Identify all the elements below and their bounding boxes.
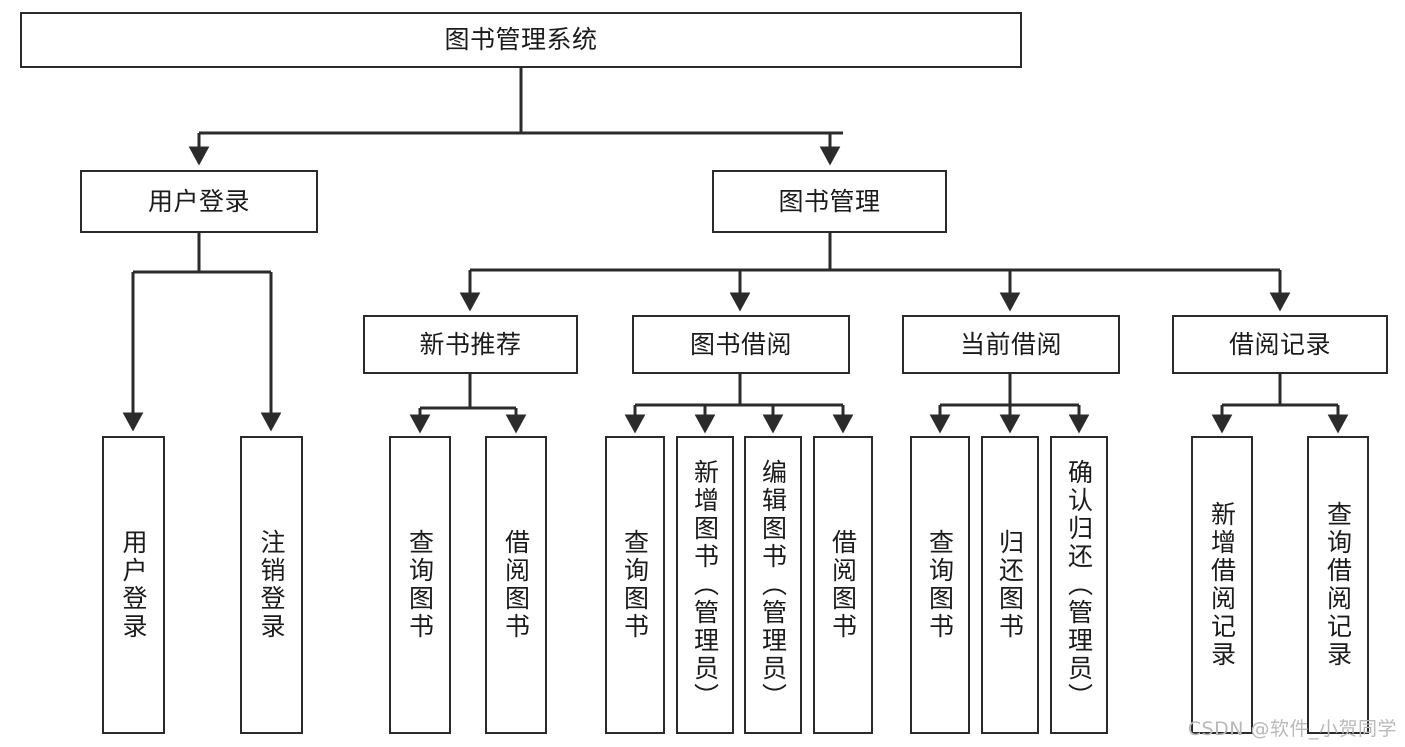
node-book-borrow[interactable]: 图书借阅 — [632, 315, 850, 374]
node-label: 确认归还（管理员） — [1064, 459, 1094, 711]
node-label: 新增图书（管理员） — [690, 459, 720, 711]
node-label: 归还图书 — [995, 529, 1025, 641]
node-label: 当前借阅 — [959, 329, 1062, 359]
leaf-new-book-query[interactable]: 查询图书 — [389, 436, 451, 734]
node-new-book-recommend[interactable]: 新书推荐 — [363, 315, 578, 374]
node-current-borrow[interactable]: 当前借阅 — [902, 315, 1120, 374]
node-borrow-record[interactable]: 借阅记录 — [1172, 315, 1388, 374]
node-label: 查询借阅记录 — [1323, 501, 1353, 669]
node-label: 借阅记录 — [1228, 329, 1331, 359]
node-label: 用户登录 — [119, 529, 148, 641]
node-label: 借阅图书 — [828, 529, 858, 641]
leaf-new-book-borrow[interactable]: 借阅图书 — [485, 436, 547, 734]
node-label: 注销登录 — [257, 529, 286, 641]
node-user-login[interactable]: 用户登录 — [80, 170, 318, 233]
leaf-borrow-record-query[interactable]: 查询借阅记录 — [1307, 436, 1369, 734]
node-label: 查询图书 — [925, 529, 955, 641]
leaf-book-borrow-edit-admin[interactable]: 编辑图书（管理员） — [744, 436, 802, 734]
node-label: 图书管理 — [778, 186, 881, 216]
leaf-user-login-signout[interactable]: 注销登录 — [240, 436, 303, 734]
leaf-current-borrow-query[interactable]: 查询图书 — [910, 436, 970, 734]
node-label: 图书管理系统 — [444, 25, 598, 55]
leaf-current-borrow-confirm-return-admin[interactable]: 确认归还（管理员） — [1050, 436, 1108, 734]
watermark-text: CSDN @软件_小贺同学 — [1187, 718, 1397, 740]
node-label: 图书借阅 — [689, 329, 792, 359]
node-root-book-management-system[interactable]: 图书管理系统 — [20, 12, 1022, 68]
node-label: 新增借阅记录 — [1207, 501, 1237, 669]
leaf-book-borrow-add-admin[interactable]: 新增图书（管理员） — [676, 436, 734, 734]
leaf-book-borrow-borrow[interactable]: 借阅图书 — [813, 436, 873, 734]
node-label: 新书推荐 — [419, 329, 522, 359]
leaf-user-login-signin[interactable]: 用户登录 — [102, 436, 165, 734]
node-book-management[interactable]: 图书管理 — [712, 170, 947, 233]
leaf-book-borrow-query[interactable]: 查询图书 — [605, 436, 665, 734]
node-label: 查询图书 — [405, 529, 435, 641]
node-label: 用户登录 — [147, 186, 250, 216]
leaf-current-borrow-return[interactable]: 归还图书 — [981, 436, 1039, 734]
node-label: 编辑图书（管理员） — [758, 459, 788, 711]
leaf-borrow-record-add[interactable]: 新增借阅记录 — [1191, 436, 1253, 734]
node-label: 查询图书 — [620, 529, 650, 641]
node-label: 借阅图书 — [501, 529, 531, 641]
